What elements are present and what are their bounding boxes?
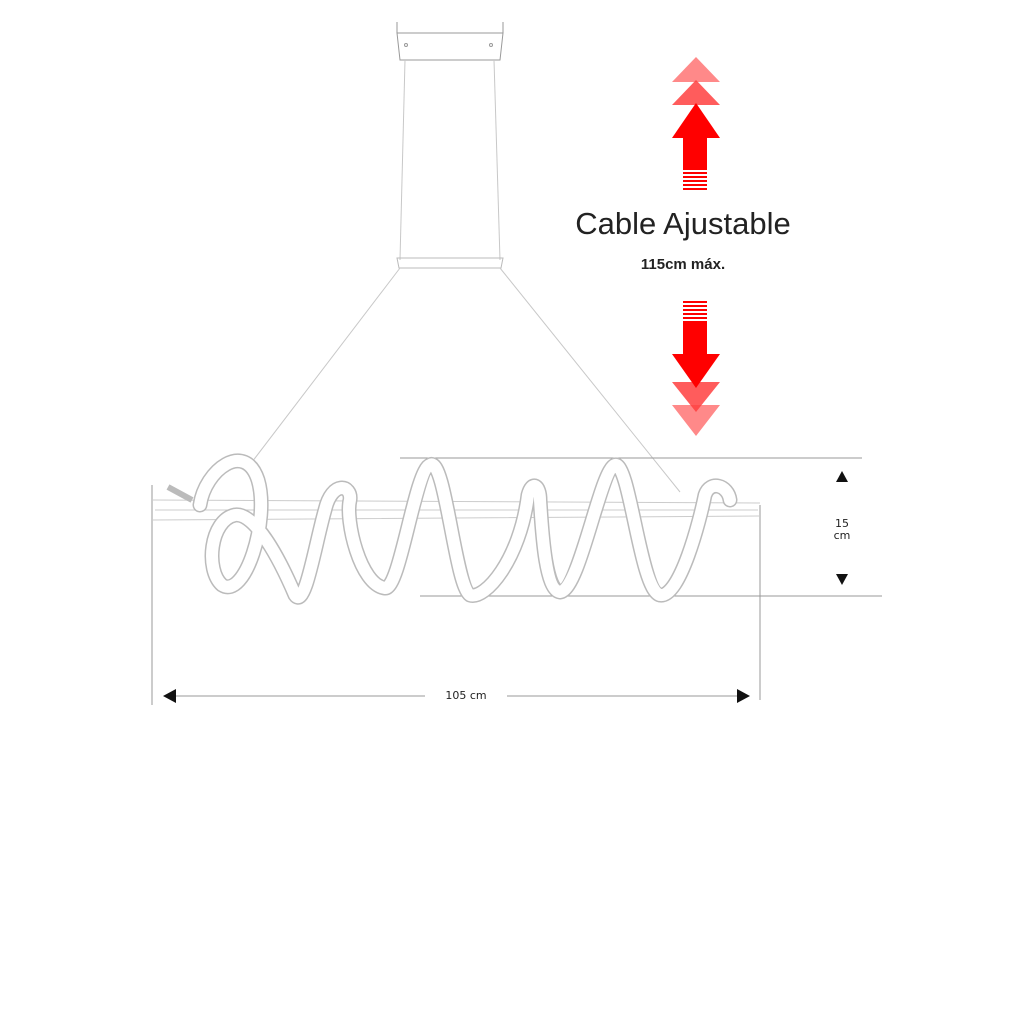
arrow-up-small-icon	[836, 471, 848, 482]
cable-adjustable-title: Cable Ajustable	[575, 206, 791, 241]
adjust-up-arrow-icon	[672, 57, 720, 190]
led-spiral	[192, 453, 738, 605]
height-dimension-value: 15	[835, 517, 849, 530]
ceiling-canopy	[396, 22, 504, 61]
cable-max-length: 115cm máx.	[640, 256, 726, 273]
suspension-cables	[251, 59, 681, 493]
height-dimension-unit: cm	[833, 529, 851, 542]
adjust-down-arrow-icon	[672, 301, 720, 436]
arrow-left-icon	[163, 689, 176, 703]
dimension-arrowheads	[163, 471, 848, 703]
width-dimension-label: 105 cm	[425, 689, 507, 702]
arrow-down-small-icon	[836, 574, 848, 585]
arrow-right-icon	[737, 689, 750, 703]
